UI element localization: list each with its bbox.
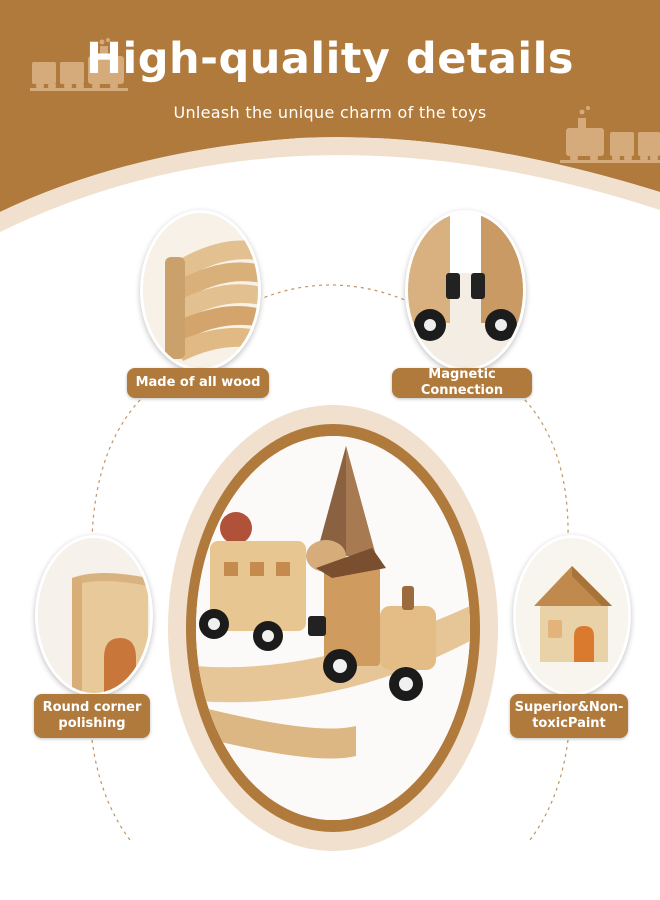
page-title: High-quality details: [86, 34, 574, 84]
feature-image-magnetic: [405, 210, 526, 371]
feature-label-wood: Made of all wood: [127, 368, 269, 398]
page-subtitle: Unleash the unique charm of the toys: [173, 103, 487, 122]
header-banner: [0, 0, 660, 232]
feature-image-paint-house: [513, 535, 631, 696]
main-train-image: [196, 436, 470, 820]
train-decoration-icon: [30, 38, 128, 91]
feature-label-round-corner: Round corner polishing: [34, 694, 150, 738]
feature-label-magnetic: Magnetic Connection: [392, 367, 532, 398]
feature-image-round-corner: [35, 535, 153, 696]
train-decoration-icon: [560, 106, 660, 163]
feature-image-wood-track: [140, 210, 261, 371]
feature-label-paint: Superior&Non-toxicPaint: [510, 694, 628, 738]
